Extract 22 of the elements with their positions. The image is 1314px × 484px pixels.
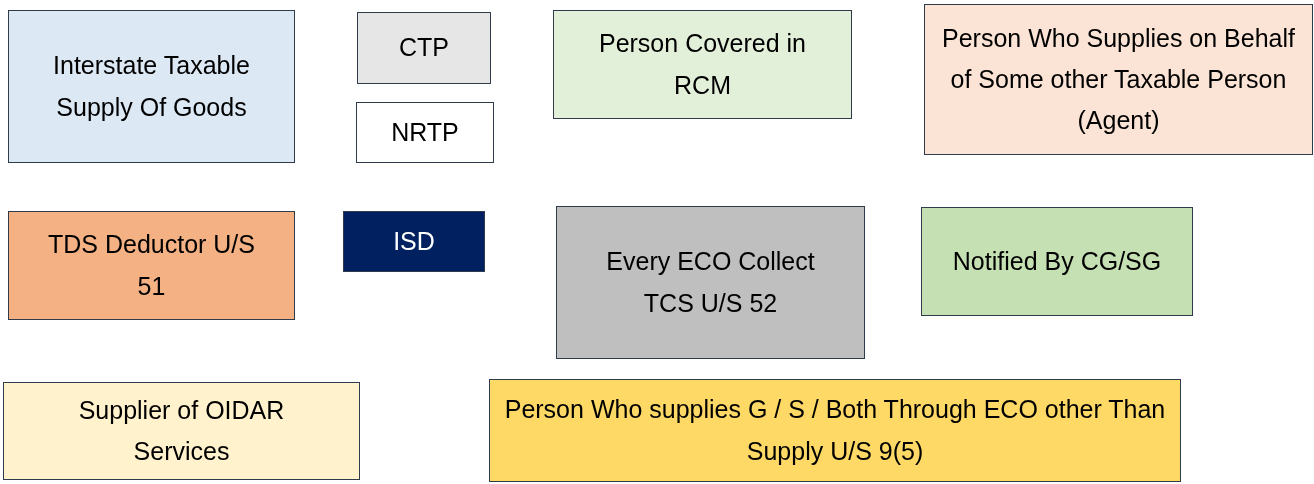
box-label: Notified By CG/SG [952, 245, 1162, 277]
category-box [356, 102, 494, 163]
category-box [489, 379, 1181, 482]
box-label: Supplier of OIDAR Services [77, 394, 286, 467]
box-label: CTP [399, 32, 449, 64]
category-box [8, 211, 295, 320]
box-label: Person Who supplies G / S / Both Through ECO other Than Supply U/S 9(5) [503, 394, 1167, 467]
category-box [556, 206, 865, 359]
category-box [921, 207, 1193, 316]
category-box [343, 211, 485, 272]
category-box [3, 382, 360, 480]
category-box [553, 10, 852, 119]
box-label: ISD [393, 225, 435, 257]
box-label: TDS Deductor U/S 51 [47, 229, 256, 302]
box-label: Person Who Supplies on Behalf of Some other Taxable Person (Agent) [941, 22, 1296, 137]
category-box [8, 10, 295, 163]
box-label: Interstate Taxable Supply Of Goods [52, 50, 251, 123]
box-label: Person Covered in RCM [597, 28, 808, 101]
category-box [924, 4, 1313, 155]
category-box [357, 12, 491, 84]
box-label: Every ECO Collect TCS U/S 52 [605, 246, 816, 319]
box-label: NRTP [391, 116, 459, 148]
